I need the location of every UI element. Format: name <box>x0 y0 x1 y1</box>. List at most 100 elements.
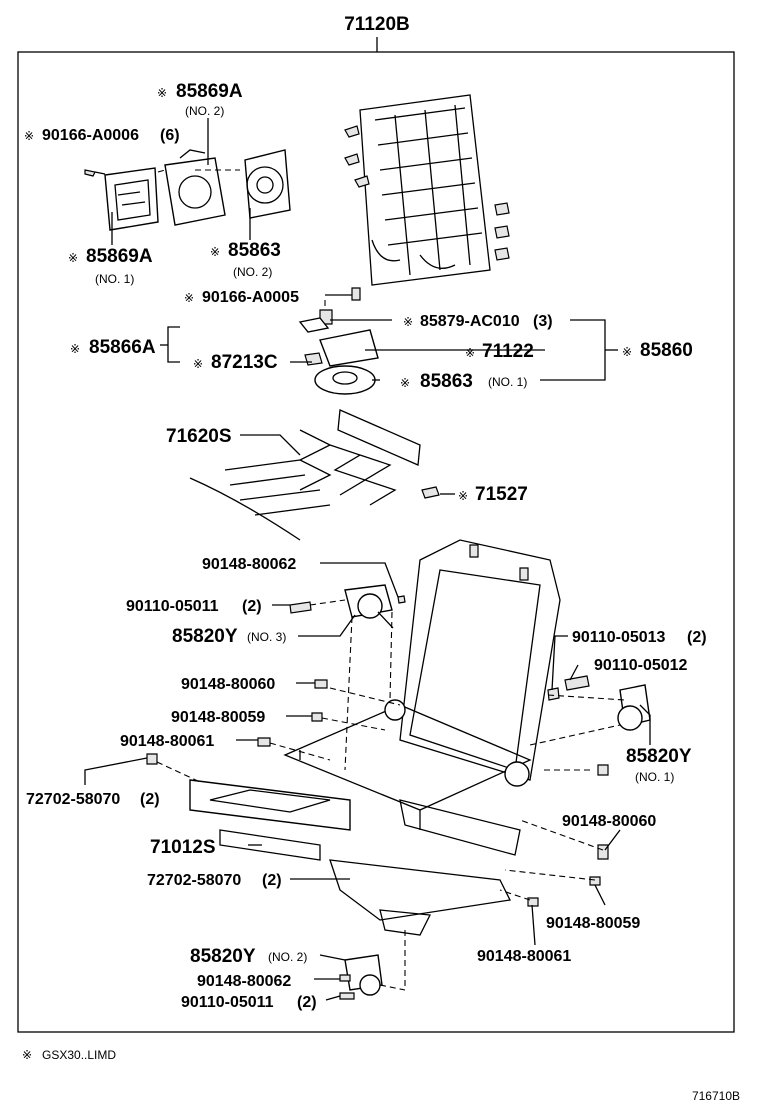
svg-text:85869A: 85869A <box>86 246 153 267</box>
label-85863-no1: ※ 85863 (NO. 1) <box>400 371 527 392</box>
svg-text:90110-05013: 90110-05013 <box>572 629 666 646</box>
svg-text:※: ※ <box>22 1048 32 1062</box>
svg-text:(2): (2) <box>140 791 160 808</box>
svg-text:87213C: 87213C <box>211 352 278 373</box>
svg-text:(NO. 1): (NO. 1) <box>635 770 674 784</box>
screws-right-drawing <box>527 844 609 907</box>
seat-track-drawing <box>189 779 521 936</box>
label-90110-05012: 90110-05012 <box>594 657 688 674</box>
svg-text:90110-05012: 90110-05012 <box>594 657 688 674</box>
svg-text:85863: 85863 <box>228 240 281 261</box>
svg-text:85869A: 85869A <box>176 81 243 102</box>
label-85820y-no2: 85820Y (NO. 2) <box>190 946 307 967</box>
label-90148-80059-a: 90148-80059 <box>171 709 265 726</box>
label-90148-80060-a: 90148-80060 <box>181 676 275 693</box>
label-90148-80061-b: 90148-80061 <box>477 948 571 965</box>
label-90148-80062-b: 90148-80062 <box>197 973 291 990</box>
svg-text:※: ※ <box>70 342 80 356</box>
label-72702-58070-b: 72702-58070 (2) <box>147 872 282 889</box>
svg-text:※: ※ <box>210 245 220 259</box>
label-90148-80062-a: 90148-80062 <box>202 556 296 573</box>
svg-text:85866A: 85866A <box>89 337 156 358</box>
svg-text:※: ※ <box>157 86 167 100</box>
spring-71620s-drawing <box>189 409 421 541</box>
svg-text:(2): (2) <box>297 994 317 1011</box>
diagram-frame <box>17 51 735 1033</box>
svg-text:※: ※ <box>465 346 475 360</box>
svg-text:85860: 85860 <box>640 340 693 361</box>
svg-text:71122: 71122 <box>482 341 534 362</box>
svg-text:※: ※ <box>458 489 468 503</box>
svg-text:※: ※ <box>400 376 410 390</box>
leader-lines <box>84 118 651 1001</box>
svg-text:90110-05011: 90110-05011 <box>126 598 219 615</box>
svg-text:(2): (2) <box>262 872 282 889</box>
svg-text:85879-AC010: 85879-AC010 <box>420 313 520 330</box>
svg-text:(NO. 2): (NO. 2) <box>185 104 224 118</box>
svg-text:85820Y: 85820Y <box>172 626 238 647</box>
svg-text:90148-80062: 90148-80062 <box>197 973 291 990</box>
svg-text:(NO. 1): (NO. 1) <box>95 272 134 286</box>
svg-text:85820Y: 85820Y <box>626 746 692 767</box>
svg-text:85820Y: 85820Y <box>190 946 256 967</box>
label-90110-05011-b: 90110-05011 (2) <box>181 994 317 1011</box>
label-85820y-no1: 85820Y (NO. 1) <box>626 746 692 784</box>
seatback-frame-drawing <box>344 94 510 286</box>
label-85869a-no2: ※ 85869A (NO. 2) <box>157 81 243 118</box>
svg-text:(6): (6) <box>160 127 180 144</box>
svg-text:71527: 71527 <box>475 484 528 505</box>
reference-code: 716710B <box>692 1089 740 1103</box>
svg-text:(NO. 1): (NO. 1) <box>488 375 527 389</box>
label-71527: ※ 71527 <box>458 484 528 505</box>
label-71620s: 71620S <box>166 426 232 447</box>
svg-text:(2): (2) <box>242 598 262 615</box>
label-85869a-no1: ※ 85869A (NO. 1) <box>68 246 153 286</box>
motor-no2-drawing <box>244 149 291 219</box>
svg-text:85863: 85863 <box>420 371 473 392</box>
label-71012s: 71012S <box>150 837 216 858</box>
svg-text:90148-80059: 90148-80059 <box>546 915 640 932</box>
svg-text:※: ※ <box>184 291 194 305</box>
svg-text:※: ※ <box>403 315 413 329</box>
label-90148-80059-b: 90148-80059 <box>546 915 640 932</box>
label-85879-ac010: ※ 85879-AC010 (3) <box>403 313 553 330</box>
svg-text:90148-80059: 90148-80059 <box>171 709 265 726</box>
assembly-code: 71120B <box>344 14 410 35</box>
svg-text:(NO. 2): (NO. 2) <box>233 265 272 279</box>
back-panel-no1-drawing <box>104 167 159 231</box>
label-85860: ※ 85860 <box>622 340 693 361</box>
svg-text:90166-A0006: 90166-A0006 <box>42 127 139 144</box>
svg-text:90148-80060: 90148-80060 <box>562 813 656 830</box>
label-85820y-no3: 85820Y (NO. 3) <box>172 626 286 647</box>
svg-text:72702-58070: 72702-58070 <box>147 872 241 889</box>
screw-90166-a0006 <box>84 169 96 177</box>
svg-text:(NO. 2): (NO. 2) <box>268 950 307 964</box>
label-90166-a0006: ※ 90166-A0006 (6) <box>24 127 180 144</box>
svg-text:(3): (3) <box>533 313 553 330</box>
svg-text:※: ※ <box>68 251 78 265</box>
dashed-assembly-lines <box>156 169 626 991</box>
label-90148-80061-a: 90148-80061 <box>120 733 214 750</box>
label-90166-a0005: ※ 90166-A0005 <box>184 289 299 306</box>
label-85863-no2: ※ 85863 (NO. 2) <box>210 240 281 279</box>
motor-no3-drawing <box>289 584 406 629</box>
back-panel-no2-drawing <box>164 149 226 226</box>
label-85866a: ※ 85866A <box>70 337 156 358</box>
label-90110-05011-a: 90110-05011 (2) <box>126 598 262 615</box>
svg-text:90148-80062: 90148-80062 <box>202 556 296 573</box>
pad-71527 <box>421 486 440 499</box>
svg-text:71012S: 71012S <box>150 837 216 858</box>
svg-text:90110-05011: 90110-05011 <box>181 994 274 1011</box>
svg-text:(2): (2) <box>687 629 707 646</box>
motor-no1-drawing <box>547 675 651 776</box>
svg-text:71620S: 71620S <box>166 426 232 447</box>
motor-no2-lower-drawing <box>339 954 383 1000</box>
svg-text:90148-80061: 90148-80061 <box>120 733 214 750</box>
label-72702-58070-a: 72702-58070 (2) <box>26 791 160 808</box>
svg-text:90148-80061: 90148-80061 <box>477 948 571 965</box>
svg-text:(NO. 3): (NO. 3) <box>247 630 286 644</box>
label-87213c: ※ 87213C <box>193 352 278 373</box>
svg-text:GSX30..LIMD: GSX30..LIMD <box>42 1048 116 1062</box>
